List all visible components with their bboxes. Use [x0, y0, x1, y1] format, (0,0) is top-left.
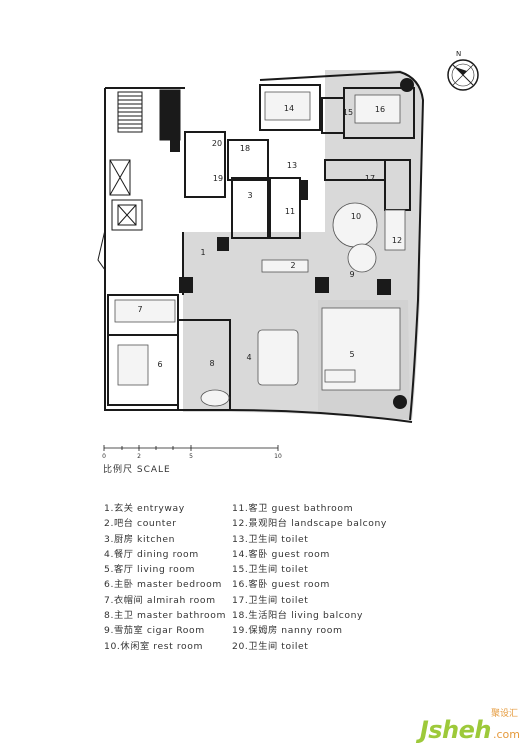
- partitions: [107, 84, 415, 411]
- legend-item-18: 18.生活阳台 living balcony: [232, 610, 364, 622]
- room-number-10: 10: [351, 212, 361, 221]
- legend-item-4: 4.餐厅 dining room: [104, 548, 199, 560]
- scale-tick-5: 5: [189, 453, 193, 460]
- furniture: [114, 91, 406, 407]
- legend-item-16: 16.客卧 guest room: [232, 579, 330, 591]
- legend-item-15: 15.卫生间 toilet: [232, 564, 309, 576]
- scale-tick-0: 0: [102, 453, 106, 460]
- room-number-16: 16: [375, 105, 385, 114]
- legend-item-17: 17.卫生间 toilet: [232, 594, 309, 606]
- legend-item-9: 9.雪茄室 cigar Room: [104, 625, 205, 637]
- legend-item-6: 6.主卧 master bedroom: [104, 579, 222, 591]
- room-number-15: 15: [343, 108, 353, 117]
- compass-icon: [447, 59, 479, 91]
- scale-tick-2: 2: [137, 453, 141, 460]
- legend-item-2: 2.吧台 counter: [104, 518, 177, 530]
- room-number-20: 20: [212, 139, 222, 148]
- room-number-3: 3: [247, 191, 252, 200]
- legend-item-12: 12.景观阳台 landscape balcony: [232, 518, 387, 530]
- watermark-cn: 聚设汇: [490, 709, 518, 719]
- room-number-11: 11: [285, 207, 295, 216]
- room-number-12: 12: [392, 236, 402, 245]
- room-number-17: 17: [365, 174, 375, 183]
- legend-item-14: 14.客卧 guest room: [232, 548, 330, 560]
- room-number-7: 7: [137, 305, 142, 314]
- legend-item-11: 11.客卫 guest bathroom: [232, 503, 354, 514]
- scale-label: 比例尺 SCALE: [103, 465, 171, 475]
- room-number-14: 14: [284, 104, 294, 113]
- floor-plan: 1 2 3 4 5 6 7 8 9 10 11 12 13 14 15 16 1…: [97, 50, 479, 460]
- legend-item-8: 8.主卫 master bathroom: [104, 610, 227, 622]
- watermark-suffix: .com: [493, 728, 520, 741]
- legend-item-19: 19.保姆房 nanny room: [232, 625, 343, 637]
- legend-column-2: 11.客卫 guest bathroom 12.景观阳台 landscape b…: [232, 501, 387, 654]
- legend-item-13: 13.卫生间 toilet: [232, 533, 309, 545]
- legend-item-1: 1.玄关 entryway: [104, 503, 185, 514]
- watermark-logo: Jsheh .com 聚设汇: [419, 709, 520, 744]
- stair-core: [97, 89, 181, 271]
- legend-column-1: 1.玄关 entryway 2.吧台 counter 3.厨房 kitchen …: [104, 501, 226, 654]
- compass-north-label: N: [456, 50, 461, 58]
- scale-bar: [103, 445, 279, 451]
- legend-item-5: 5.客厅 living room: [104, 564, 196, 576]
- columns: [170, 78, 414, 409]
- room-number-8: 8: [209, 359, 214, 368]
- scale-tick-10: 10: [274, 453, 282, 460]
- room-number-1: 1: [200, 248, 205, 257]
- room-number-6: 6: [157, 360, 162, 369]
- legend-item-10: 10.休闲室 rest room: [104, 640, 203, 652]
- room-number-5: 5: [349, 350, 354, 359]
- watermark-brand: Jsheh: [419, 716, 492, 744]
- legend-item-3: 3.厨房 kitchen: [104, 533, 176, 545]
- room-number-4: 4: [246, 353, 251, 362]
- room-number-19: 19: [213, 174, 223, 183]
- legend-item-7: 7.衣帽间 almirah room: [104, 594, 216, 606]
- room-number-18: 18: [240, 144, 250, 153]
- room-number-9: 9: [349, 270, 354, 279]
- room-number-2: 2: [290, 261, 295, 270]
- legend-item-20: 20.卫生间 toilet: [232, 640, 309, 652]
- room-number-13: 13: [287, 161, 297, 170]
